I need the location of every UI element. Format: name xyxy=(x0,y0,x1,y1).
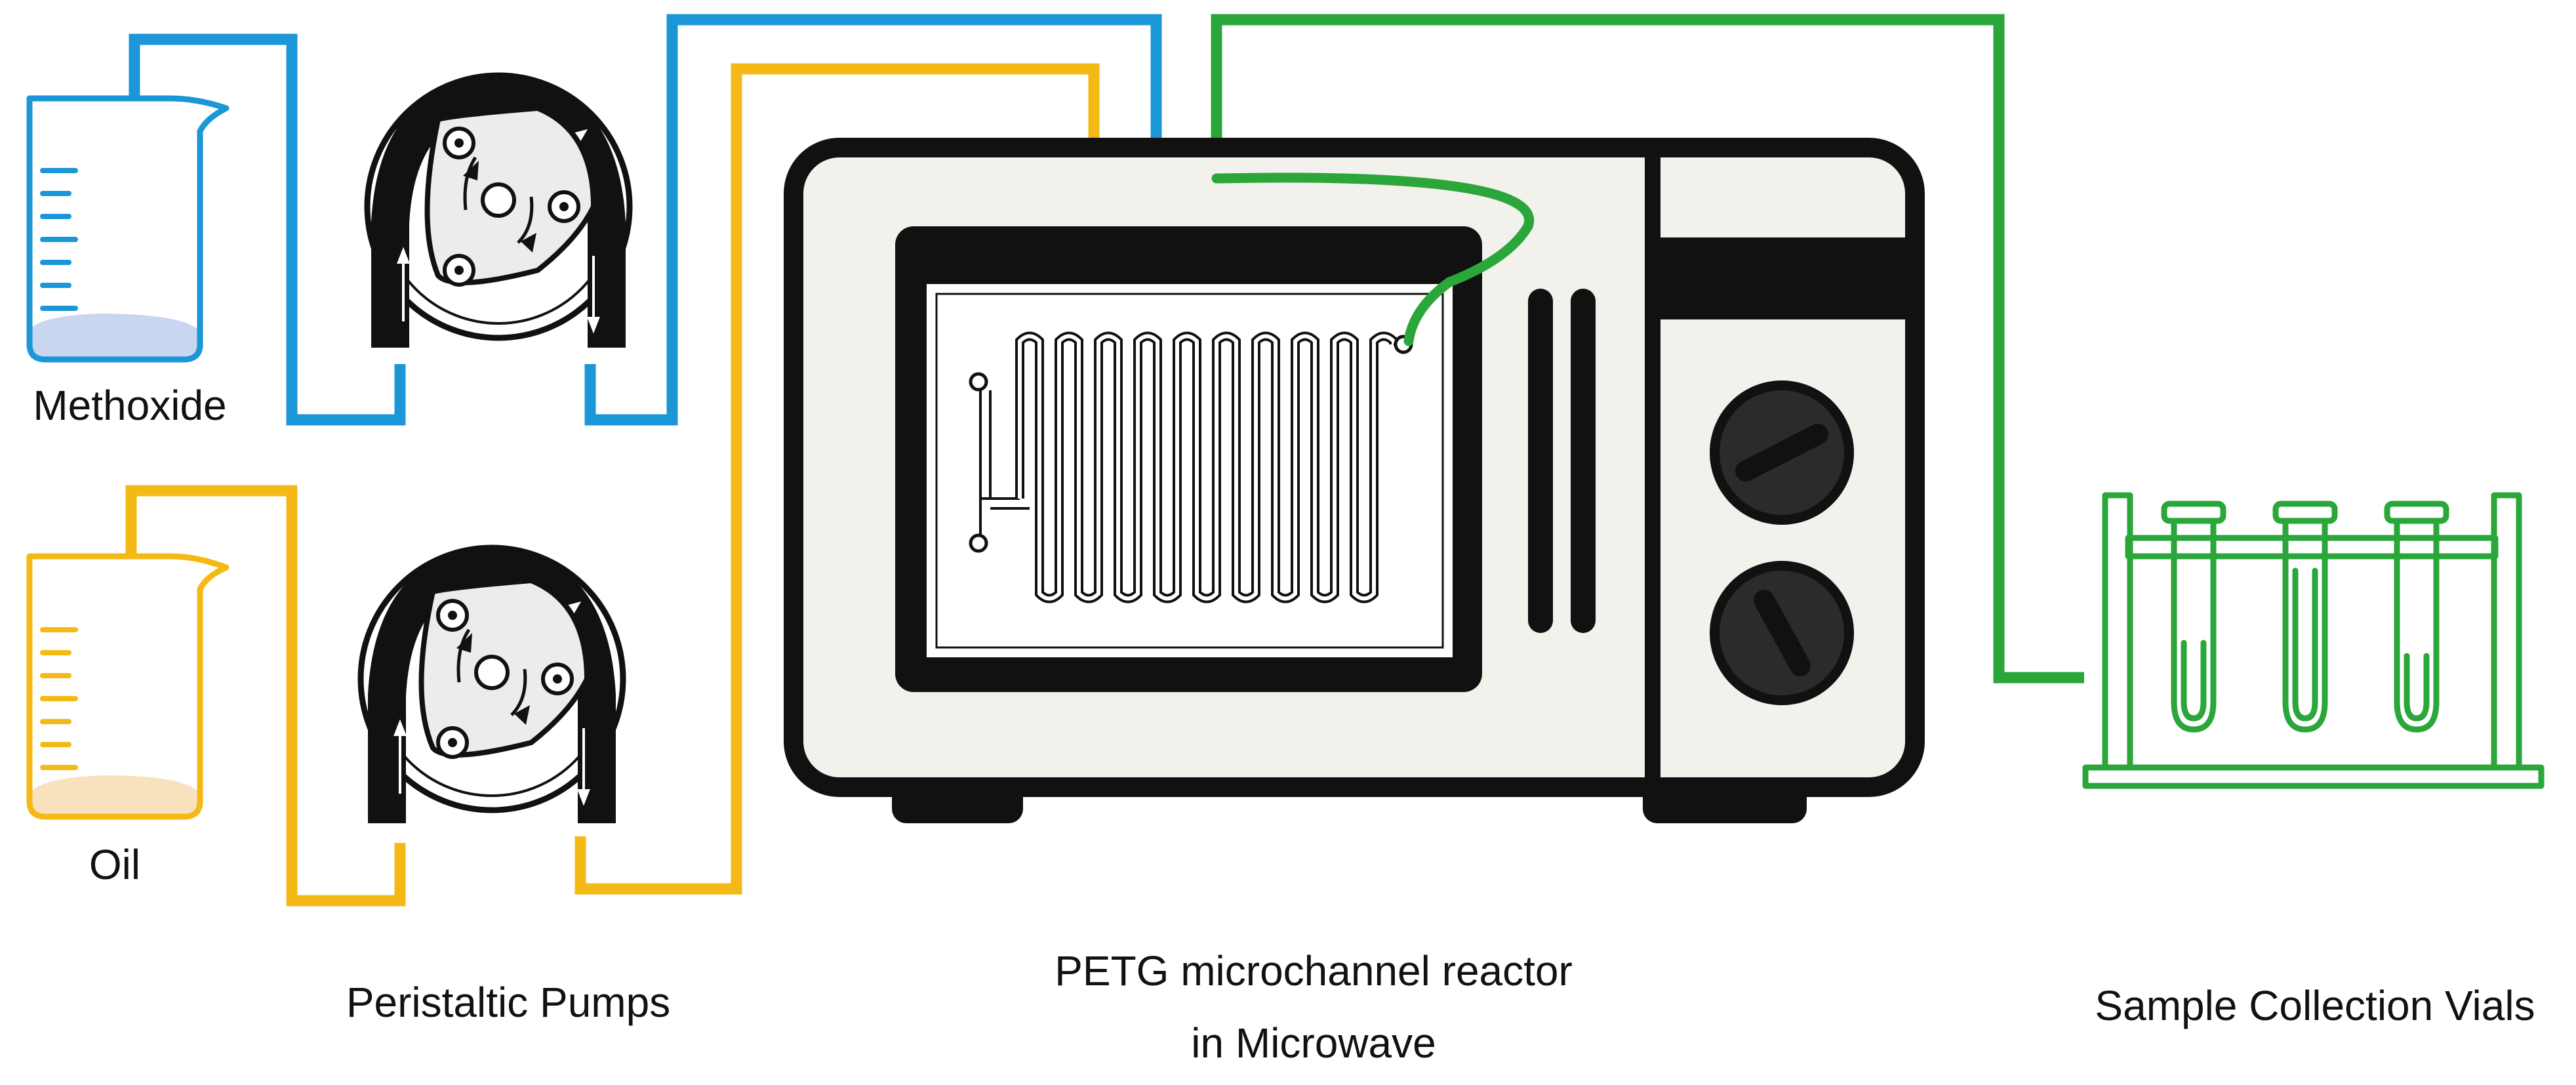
microwave-vent xyxy=(1528,289,1553,633)
test-tube xyxy=(2384,501,2449,733)
product-inner-tube xyxy=(1211,173,1535,346)
pumps-label: Peristaltic Pumps xyxy=(346,979,670,1026)
product-outlet-tube xyxy=(1211,14,2084,684)
test-tube xyxy=(2161,501,2226,733)
test-tube xyxy=(2272,501,2338,733)
vials-label: Sample Collection Vials xyxy=(2095,982,2535,1029)
oil-beaker xyxy=(26,553,230,820)
methoxide-outlet-tube xyxy=(584,14,1162,426)
oil-liquid xyxy=(30,775,200,817)
methoxide-inlet-port xyxy=(969,372,988,392)
test-tube-rack-icon xyxy=(2082,492,2545,789)
microwave-display xyxy=(1660,237,1905,319)
methoxide-label: Methoxide xyxy=(33,382,226,429)
beaker-icon xyxy=(26,553,230,820)
oil-inlet-tube xyxy=(125,485,406,907)
methoxide-pump xyxy=(364,72,633,348)
methoxide-inlet-tube xyxy=(129,33,406,426)
oil-inlet-port xyxy=(969,533,988,553)
microwave-vent xyxy=(1571,289,1596,633)
methoxide-liquid xyxy=(30,314,200,359)
reactor-label-line2: in Microwave xyxy=(1191,1019,1436,1067)
reactor-label-line1: PETG microchannel reactor xyxy=(1055,947,1573,994)
microwave-knob-top xyxy=(1710,380,1854,525)
methoxide-beaker xyxy=(26,95,230,363)
microwave-knob-bottom xyxy=(1710,561,1854,705)
oil-outlet-tube xyxy=(574,63,1100,895)
oil-label: Oil xyxy=(89,841,140,888)
oil-pump xyxy=(357,544,626,823)
microchannel-reactor-icon xyxy=(969,331,1413,604)
beaker-icon xyxy=(26,95,230,363)
